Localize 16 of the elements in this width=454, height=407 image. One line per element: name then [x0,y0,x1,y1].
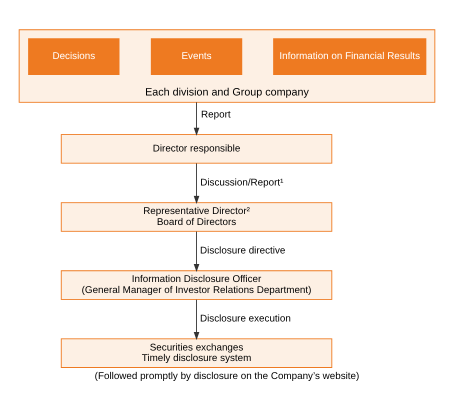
node-box: Events [150,38,242,74]
edge-label: Discussion/Report¹ [200,176,284,188]
arrow [194,162,200,204]
edge-label: Disclosure directive [200,245,286,256]
arrow [194,101,200,136]
edge-label: Report [201,108,231,120]
edge-label: Disclosure execution [200,313,291,324]
arrow [194,230,200,272]
node-box: Decisions [28,38,120,74]
node-box: Securities exchanges Timely disclosure system [60,338,332,368]
caption: (Followed promptly by disclosure on the Company’s website) [94,370,360,382]
node-box: Director responsible [60,134,332,164]
node-box: Information Disclosure Officer (General Manager of Investor Relations Department) [60,270,332,300]
arrow [194,298,200,340]
node-box: Information on Financial Results [273,38,426,74]
node-box: Representative Director² Board of Directors [60,202,332,232]
